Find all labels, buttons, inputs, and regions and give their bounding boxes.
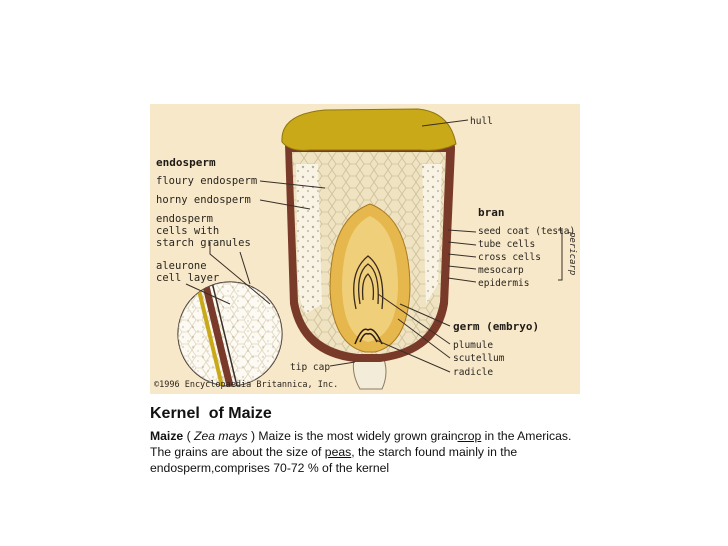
label-endosperm-cells-3: starch granules [156,237,251,249]
kernel-illustration: hull endosperm floury endosperm horny en… [150,104,580,394]
tip-cap [352,353,387,390]
caption-link-peas[interactable]: peas [324,445,352,459]
maize-kernel-diagram: hull endosperm floury endosperm horny en… [150,104,580,394]
caption-maize-word: Maize [150,429,184,443]
caption-body: Maize ( Zea mays ) Maize is the most wid… [150,428,580,476]
label-endosperm-cells-1: endosperm [156,213,213,225]
label-endosperm: endosperm [156,156,216,169]
label-hull: hull [470,116,493,127]
caption-title: Kernel of Maize [150,405,272,422]
caption-text-b: in the Americas. The grains are about th… [150,429,572,459]
caption-text-a: Maize is the most widely grown grain [255,429,458,443]
floury-endosperm [296,164,322,314]
label-radicle: radicle [453,367,493,378]
label-floury-endosperm: floury endosperm [156,175,257,187]
label-plumule: plumule [453,340,493,351]
label-pericarp: pericarp [567,231,577,275]
label-germ: germ (embryo) [453,320,539,333]
radicle [354,328,383,345]
label-tip-cap: tip cap [290,362,330,373]
label-mesocarp: mesocarp [478,265,524,276]
label-tube-cells: tube cells [478,239,535,250]
caption-text-c: , the starch found mainly in the endospe… [150,445,518,475]
label-epidermis: epidermis [478,278,529,289]
caption-scientific-name: Zea mays [194,429,248,443]
caption-open-paren: ( [183,429,195,443]
magnified-aleurone-view [177,281,283,387]
label-aleurone-2: cell layer [156,272,219,284]
label-cross-cells: cross cells [478,252,541,263]
copyright-notice: ©1996 Encyclopaedia Britannica, Inc. [154,380,338,390]
plumule [353,255,384,310]
caption-close-paren: ) [247,429,256,443]
hull [281,108,457,151]
label-seed-coat: seed coat (testa) [478,226,575,237]
label-bran: bran [478,206,505,219]
leader-lines [185,119,563,373]
label-scutellum: scutellum [453,353,505,364]
label-aleurone-1: aleurone [156,260,207,272]
label-horny-endosperm: horny endosperm [156,194,251,206]
caption-link-crop[interactable]: crop [457,429,482,443]
scutellum [342,216,398,342]
label-endosperm-cells-2: cells with [156,225,219,237]
floury-endosperm-right [422,164,442,304]
